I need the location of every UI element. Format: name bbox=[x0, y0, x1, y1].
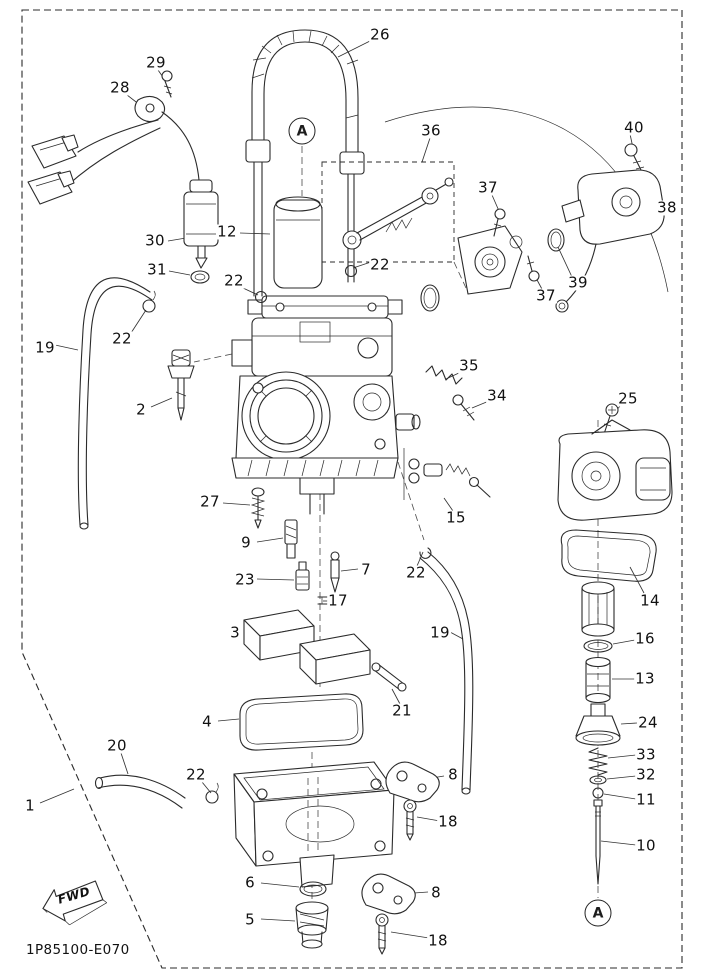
hose-bottom-left bbox=[94, 774, 219, 809]
part-callout-26: 26 bbox=[369, 25, 391, 44]
part-callout-36: 36 bbox=[420, 121, 442, 140]
pilot-screw bbox=[250, 487, 266, 529]
part-callout-35: 35 bbox=[458, 356, 480, 375]
diagram-code: 1P85100-E070 bbox=[26, 942, 130, 958]
fwd-arrow: FWD bbox=[32, 867, 131, 946]
part-callout-8: 8 bbox=[430, 883, 442, 902]
carburetor-body bbox=[231, 264, 421, 515]
part-callout-20: 20 bbox=[106, 736, 128, 755]
throttle-shaft-assembly bbox=[420, 208, 565, 312]
part-callout-22: 22 bbox=[111, 329, 133, 348]
pump-cover-assembly bbox=[557, 403, 673, 582]
border-frame bbox=[21, 9, 683, 969]
ref-marker-a: A bbox=[584, 899, 612, 927]
part-callout-8: 8 bbox=[447, 765, 459, 784]
part-callout-24: 24 bbox=[637, 713, 659, 732]
ref-marker-a: A bbox=[288, 117, 316, 145]
part-callout-22: 22 bbox=[223, 271, 245, 290]
part-callout-32: 32 bbox=[635, 765, 657, 784]
fwd-arrow-shape bbox=[42, 880, 108, 926]
diaphragm-needle-stack bbox=[575, 581, 621, 885]
part-callout-1: 1 bbox=[24, 796, 36, 815]
part-callout-28: 28 bbox=[109, 78, 131, 97]
part-callout-14: 14 bbox=[639, 591, 661, 610]
throttle-position-sensor bbox=[555, 143, 665, 313]
drain-plug-set bbox=[295, 881, 329, 949]
part-callout-5: 5 bbox=[244, 910, 256, 929]
part-callout-33: 33 bbox=[635, 745, 657, 764]
bracket-upper bbox=[385, 761, 440, 841]
part-callout-37: 37 bbox=[535, 286, 557, 305]
float-bowl bbox=[233, 761, 395, 888]
part-callout-39: 39 bbox=[567, 273, 589, 292]
part-callout-19: 19 bbox=[429, 623, 451, 642]
part-callout-3: 3 bbox=[229, 623, 241, 642]
bracket-lower bbox=[361, 873, 416, 915]
solenoid-plunger bbox=[183, 179, 219, 284]
part-callout-40: 40 bbox=[623, 118, 645, 137]
part-callout-34: 34 bbox=[486, 386, 508, 405]
part-callout-31: 31 bbox=[146, 260, 168, 279]
part-callout-6: 6 bbox=[244, 873, 256, 892]
part-callout-9: 9 bbox=[240, 533, 252, 552]
bowl-gasket bbox=[239, 693, 364, 751]
part-callout-38: 38 bbox=[656, 198, 678, 217]
part-callout-25: 25 bbox=[617, 389, 639, 408]
part-callout-30: 30 bbox=[144, 231, 166, 250]
part-callout-22: 22 bbox=[369, 255, 391, 274]
part-callout-13: 13 bbox=[634, 669, 656, 688]
part-callout-12: 12 bbox=[216, 222, 238, 241]
part-callout-27: 27 bbox=[199, 492, 221, 511]
part-callout-4: 4 bbox=[201, 712, 213, 731]
part-callout-10: 10 bbox=[635, 836, 657, 855]
part-callout-17: 17 bbox=[327, 591, 349, 610]
needle-valve-set bbox=[403, 448, 491, 500]
part-callout-7: 7 bbox=[360, 560, 372, 579]
part-callout-19: 19 bbox=[34, 338, 56, 357]
part-callout-11: 11 bbox=[635, 790, 657, 809]
part-callout-21: 21 bbox=[391, 701, 413, 720]
jets bbox=[284, 519, 340, 605]
hose-right bbox=[419, 547, 474, 795]
idle-spring-screw bbox=[425, 365, 475, 421]
vent-hose-loop bbox=[245, 29, 365, 297]
hose-left bbox=[77, 277, 156, 530]
part-callout-18: 18 bbox=[437, 812, 459, 831]
part-callout-37: 37 bbox=[477, 178, 499, 197]
float-set bbox=[243, 609, 407, 692]
part-callout-23: 23 bbox=[234, 570, 256, 589]
fuel-inlet-joint bbox=[167, 349, 195, 421]
part-callout-2: 2 bbox=[135, 400, 147, 419]
part-callout-22: 22 bbox=[405, 563, 427, 582]
part-callout-18: 18 bbox=[427, 931, 449, 950]
part-callout-16: 16 bbox=[634, 629, 656, 648]
part-callout-22: 22 bbox=[185, 765, 207, 784]
part-callout-15: 15 bbox=[445, 508, 467, 527]
wire-harness-connectors bbox=[27, 70, 200, 205]
part-callout-29: 29 bbox=[145, 53, 167, 72]
screw-lower bbox=[375, 913, 389, 955]
